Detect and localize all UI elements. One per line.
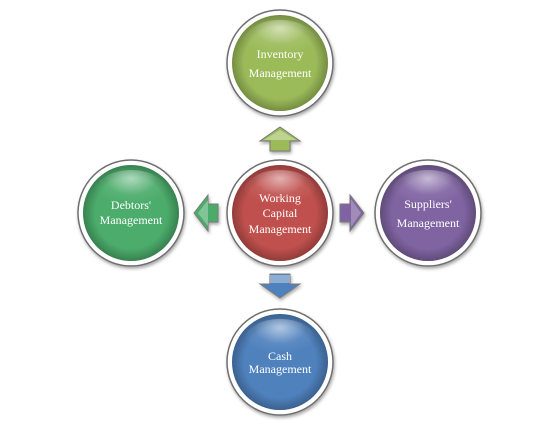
suppliers-label-line1: Suppliers' [404,197,452,211]
cash-management-node: Cash Management [226,308,334,416]
center-label-line3: Management [249,222,312,236]
inventory-management-node: Inventory Management [226,9,334,117]
arrow-right [339,193,365,233]
inventory-label-line2: Management [249,66,312,80]
debtors-label-line2: Management [100,213,163,227]
arrow-up [258,126,302,152]
cash-label-line2: Management [249,362,312,376]
arrow-down [258,273,302,299]
inventory-label-line1: Inventory [257,47,304,61]
suppliers-label-line2: Management [397,216,460,230]
debtors-label-line1: Debtors' [111,198,151,212]
center-label-line2: Capital [263,206,298,220]
arrow-left [193,193,219,233]
center-label-line1: Working [259,191,301,205]
cash-label-line1: Cash [268,349,292,363]
working-capital-management-node: Working Capital Management [226,159,334,267]
suppliers-management-node: Suppliers' Management [374,159,482,267]
debtors-management-node: Debtors' Management [77,159,185,267]
